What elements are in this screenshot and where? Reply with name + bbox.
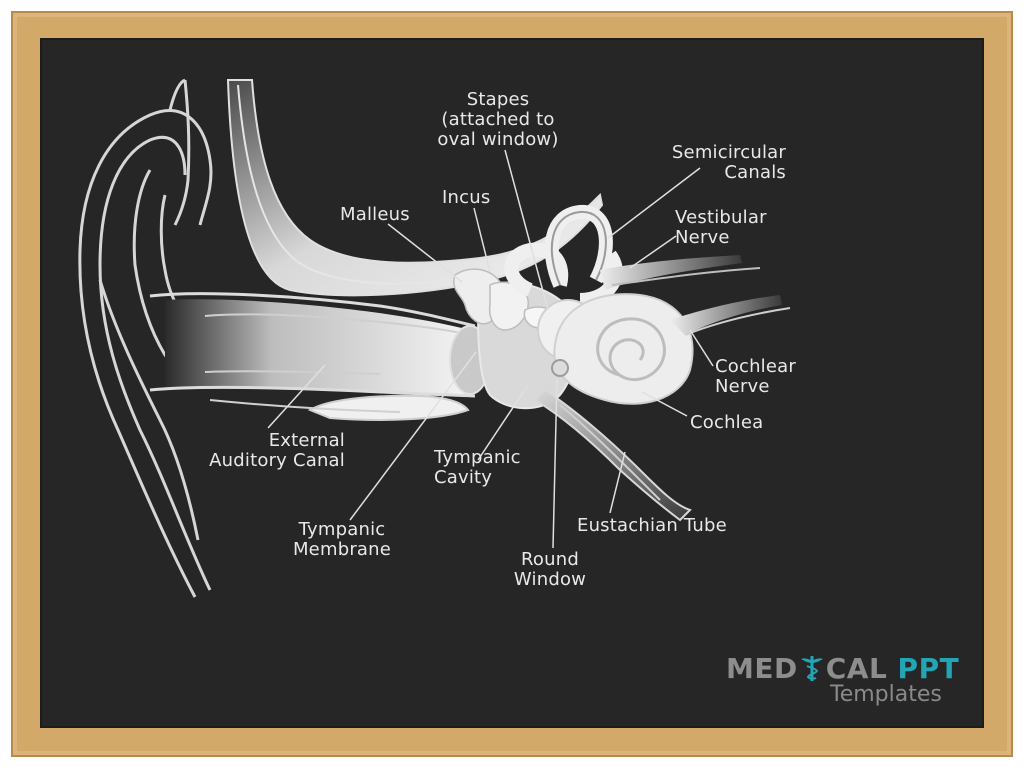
label-vestibular-nerve: Vestibular Nerve [675, 207, 767, 248]
label-cochlea: Cochlea [690, 412, 764, 433]
label-external-auditory-canal: External Auditory Canal [209, 430, 345, 471]
label-malleus: Malleus [340, 204, 410, 225]
external-auditory-canal [149, 292, 476, 398]
logo-word-ppt: PPT [897, 652, 960, 685]
label-tympanic-membrane: Tympanic Membrane [292, 519, 392, 560]
caduceus-icon [800, 656, 823, 681]
eustachian-tube [533, 388, 692, 522]
logo-word-med: MED [726, 652, 798, 685]
cochlear-nerve [670, 295, 782, 335]
label-stapes: Stapes (attached to oval window) [437, 89, 559, 150]
label-cochlear-nerve: Cochlear Nerve [715, 356, 796, 397]
ossicles [453, 268, 557, 331]
round-window [551, 359, 569, 377]
logo-subtitle: Templates [830, 682, 942, 707]
logo-word-cal: CAL [825, 652, 888, 685]
brand-logo: MED CAL PPT [726, 652, 959, 685]
label-incus: Incus [442, 187, 491, 208]
label-eustachian-tube: Eustachian Tube [577, 515, 727, 536]
leader-lines [267, 149, 714, 549]
label-tympanic-cavity: Tympanic Cavity [434, 447, 521, 488]
label-semicircular-canals: Semicircular Canals [671, 142, 786, 183]
cochlea-shape [553, 293, 694, 405]
temporal-bone [226, 79, 604, 297]
label-round-window: Round Window [513, 549, 587, 590]
semicircular-canals [504, 205, 623, 307]
